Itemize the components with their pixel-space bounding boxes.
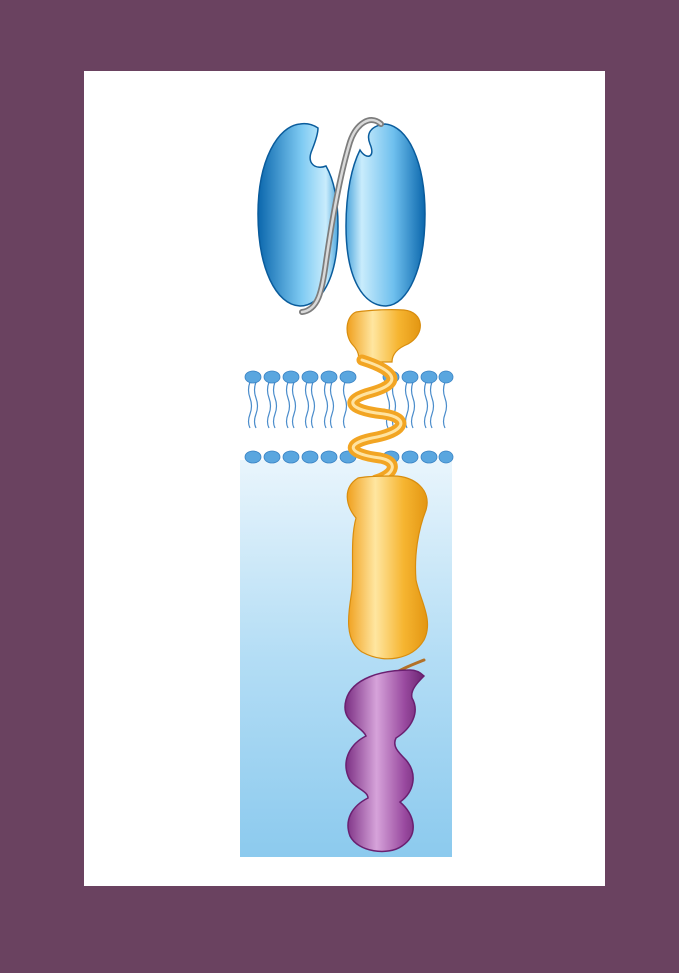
intracellular-domain — [347, 476, 427, 659]
